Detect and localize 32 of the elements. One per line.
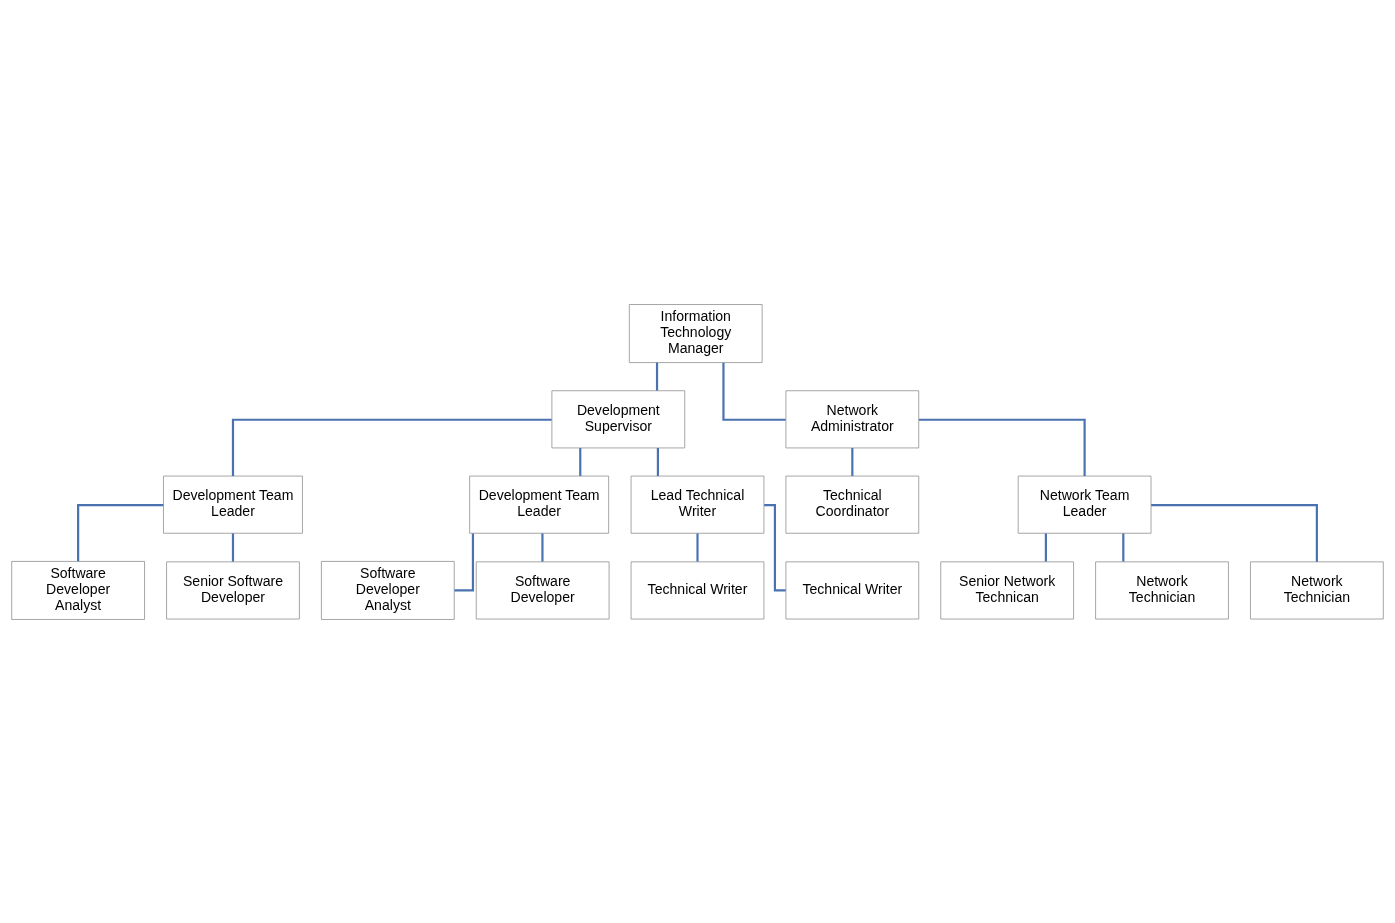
node-box: Software Developer Analyst	[11, 560, 145, 620]
connector	[579, 447, 582, 476]
connector	[764, 503, 786, 592]
connector	[1151, 503, 1318, 562]
connector	[77, 503, 164, 561]
node-box: Senior Network Technican	[940, 560, 1075, 619]
node-box: Software Developer Analyst	[320, 560, 455, 620]
connector	[655, 362, 659, 391]
connector	[1044, 532, 1047, 562]
node-box: Network Administrator	[785, 389, 920, 448]
connector	[696, 532, 699, 562]
node-box: Information Technology Manager	[628, 303, 763, 363]
connector	[231, 532, 235, 562]
node-box: Technical Coordinator	[785, 475, 920, 534]
connector	[722, 362, 786, 421]
node-box: Lead Technical Writer	[630, 475, 765, 534]
node-box: Network Team Leader	[1017, 475, 1152, 534]
connector	[231, 418, 552, 476]
node-box: Development Team Leader	[163, 475, 303, 534]
node-box: Network Technician	[1095, 560, 1229, 619]
node-box: Technical Writer	[630, 560, 765, 619]
connector	[656, 447, 659, 476]
connector	[541, 532, 544, 562]
connector	[918, 418, 1086, 476]
connector	[851, 447, 854, 476]
node-box: Development Team Leader	[469, 475, 610, 534]
node-box: Senior Software Developer	[166, 560, 300, 619]
node-box: Network Technician	[1250, 560, 1384, 619]
node-box: Development Supervisor	[551, 389, 686, 448]
connector	[1122, 532, 1125, 562]
node-box: Software Developer	[475, 560, 610, 619]
node-box: Technical Writer	[785, 560, 920, 619]
